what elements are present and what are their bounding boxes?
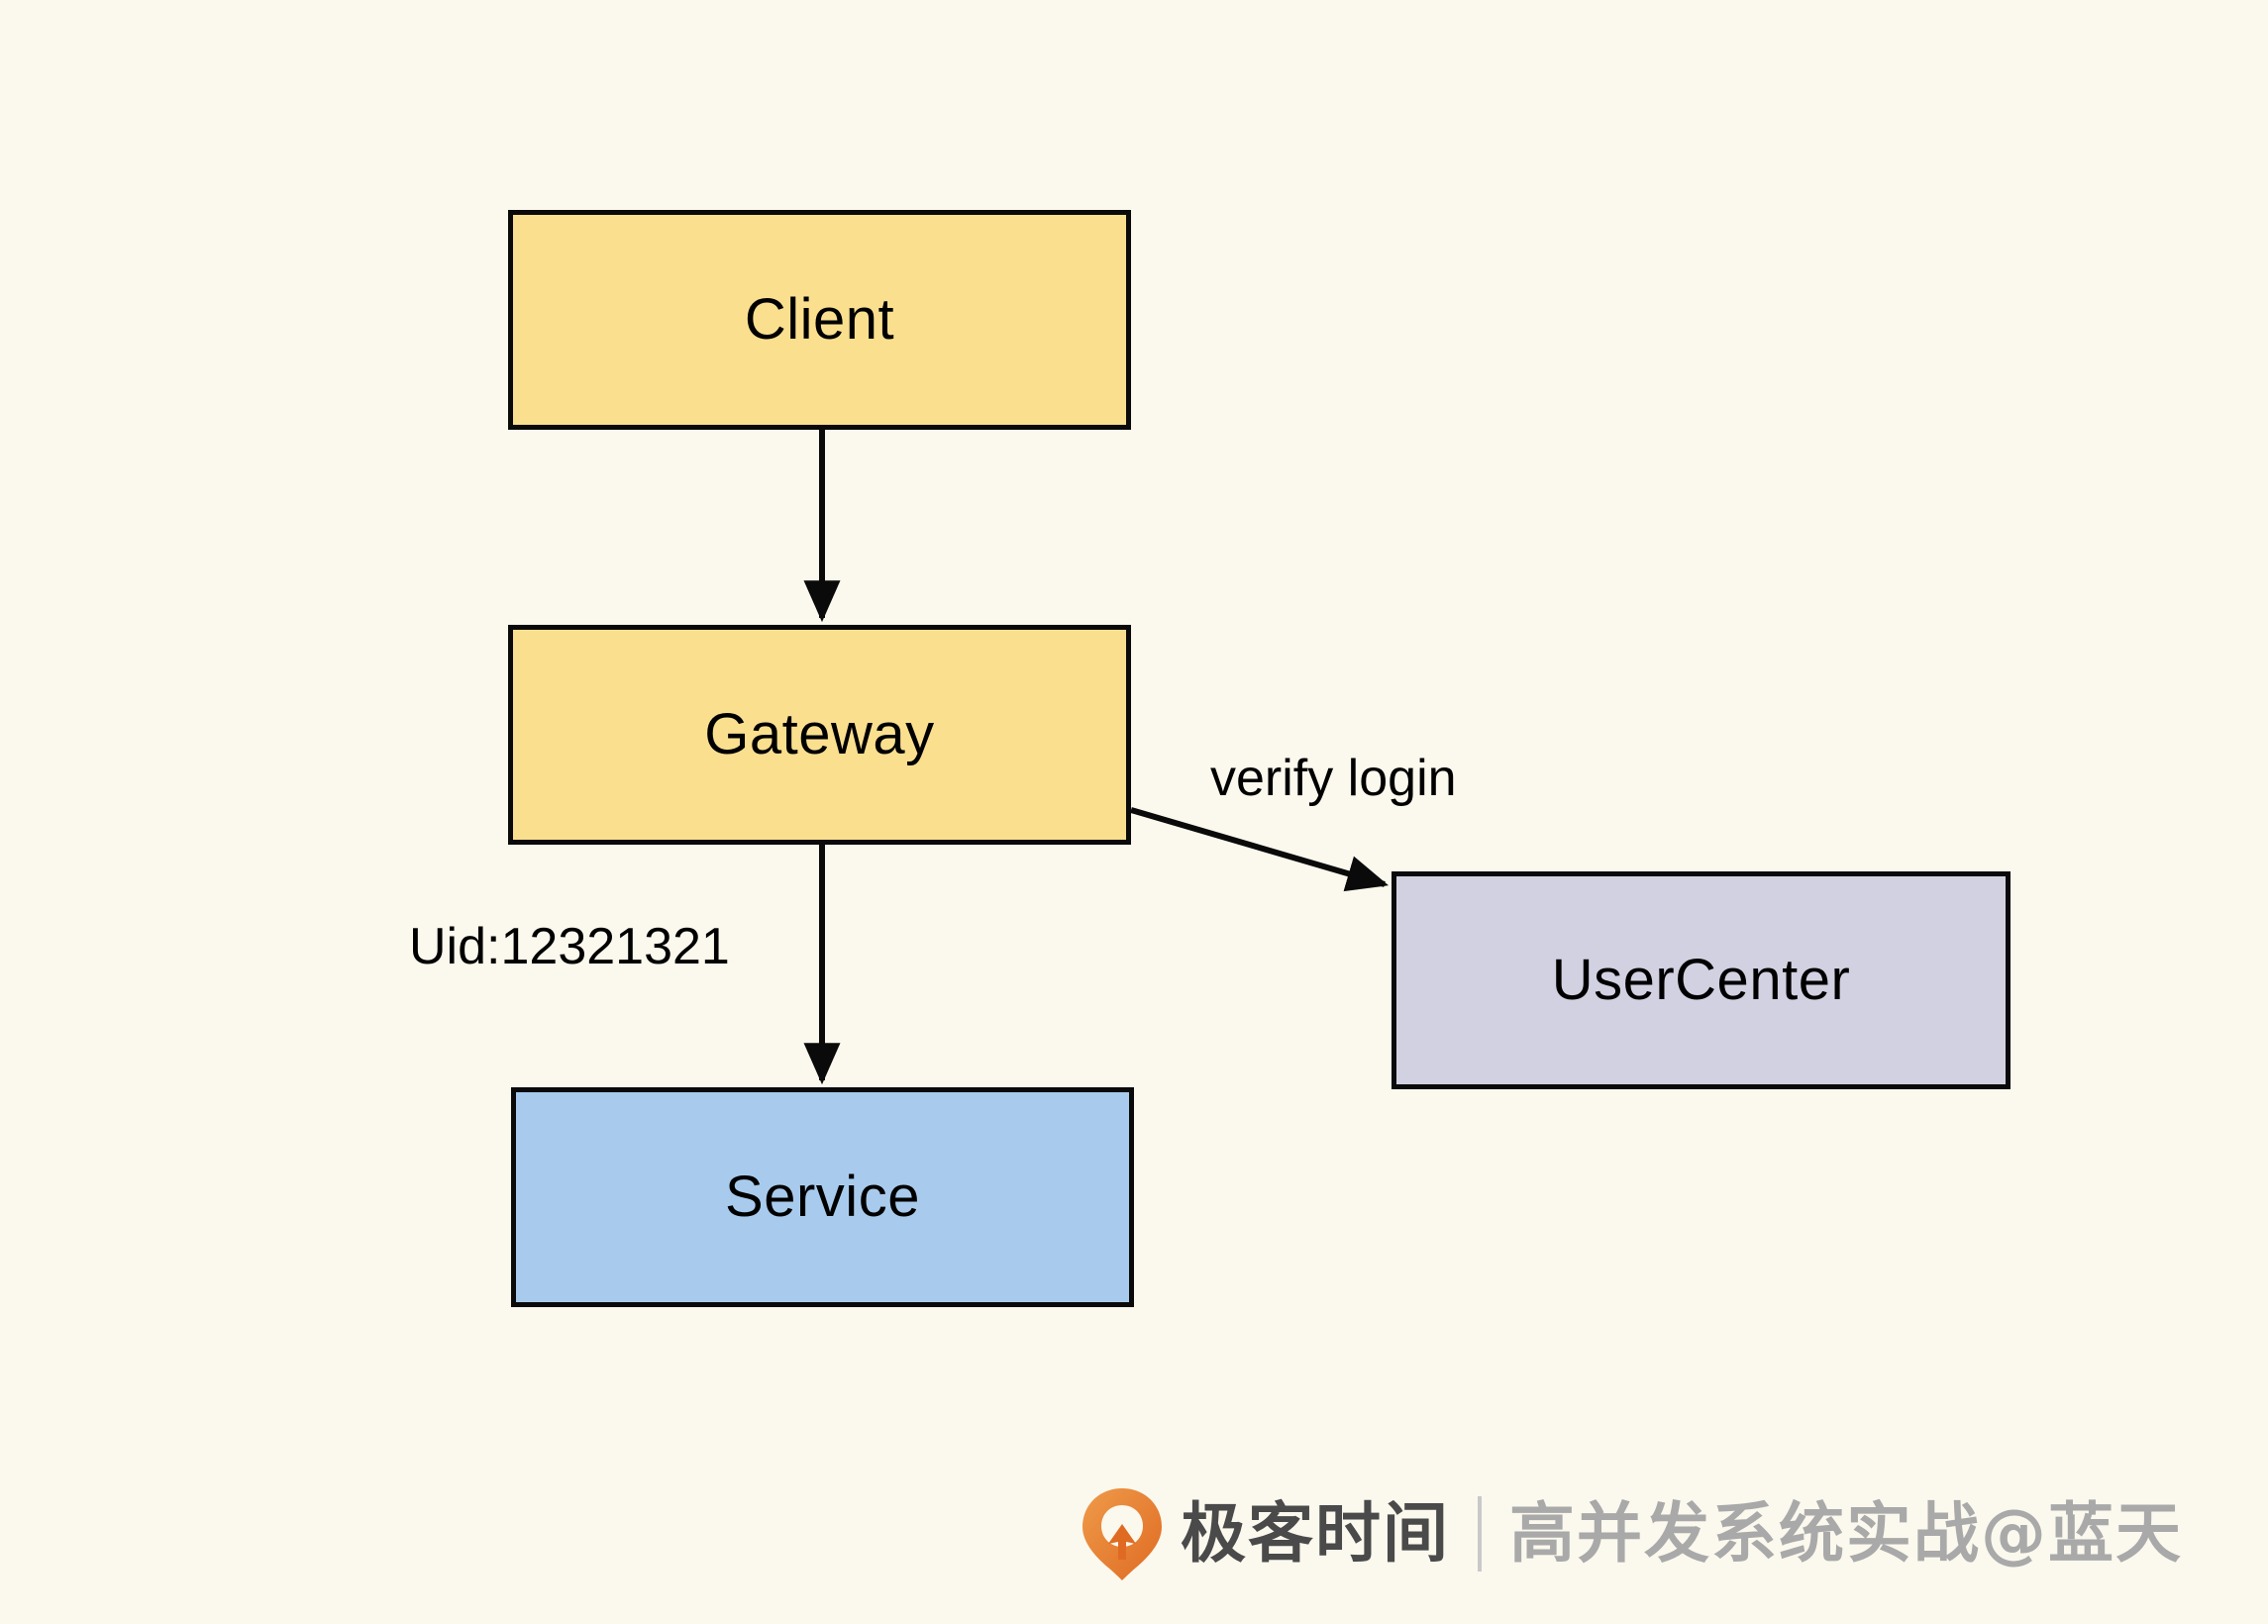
watermark: 极客时间 高并发系统实战@蓝天 xyxy=(1080,1479,2183,1588)
edge-label-verify-login: verify login xyxy=(1210,750,1457,807)
node-gateway[interactable]: Gateway xyxy=(508,625,1131,845)
watermark-divider xyxy=(1478,1496,1482,1572)
node-service[interactable]: Service xyxy=(511,1087,1134,1307)
edge-label-uid: Uid:12321321 xyxy=(409,918,730,975)
node-usercenter[interactable]: UserCenter xyxy=(1392,871,2010,1089)
edge-gateway-to-usercenter xyxy=(1130,807,1390,892)
geekbang-pin-logo-icon xyxy=(1082,1488,1162,1580)
watermark-course: 高并发系统实战@蓝天 xyxy=(1509,1495,2183,1572)
node-client[interactable]: Client xyxy=(508,210,1131,430)
watermark-brand: 极客时间 xyxy=(1181,1495,1450,1572)
